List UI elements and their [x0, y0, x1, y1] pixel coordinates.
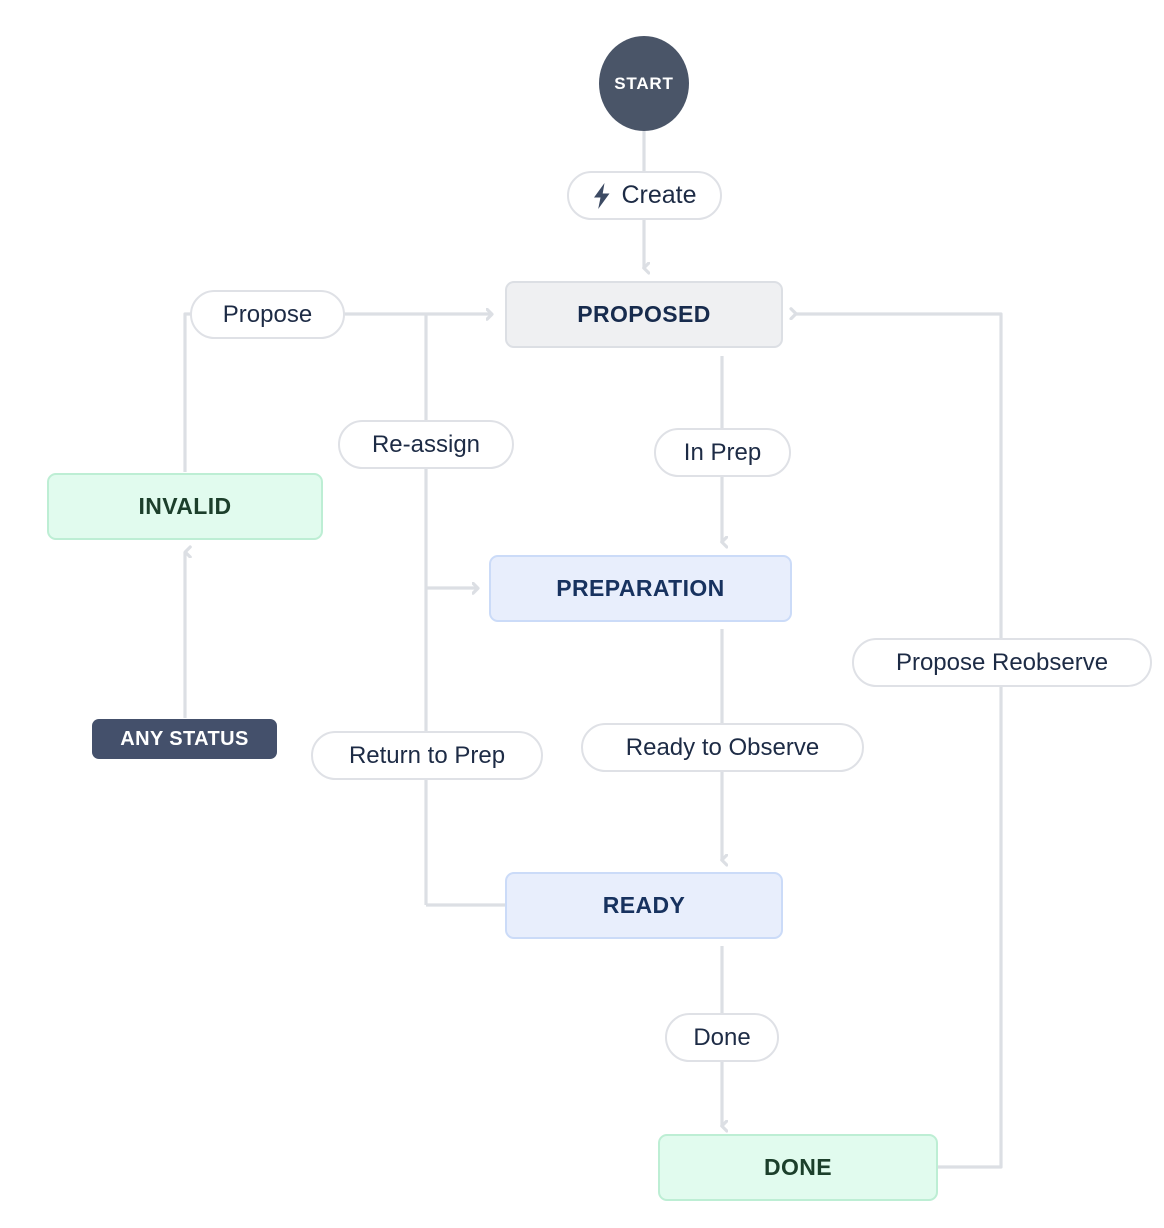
- any-status-badge-label: ANY STATUS: [120, 727, 249, 750]
- edge-reobserve-to-proposed: [796, 314, 1003, 639]
- start-node-label: START: [614, 73, 674, 93]
- state-node-ready[interactable]: READY: [505, 872, 783, 939]
- state-node-preparation-label: PREPARATION: [556, 575, 725, 601]
- transition-pill-propose-reobserve[interactable]: Propose Reobserve: [852, 638, 1152, 687]
- transition-pill-propose-label: Propose: [222, 300, 313, 328]
- lightning-bolt-icon: [592, 182, 612, 209]
- state-node-preparation[interactable]: PREPARATION: [489, 555, 792, 622]
- transition-pill-in-prep-label: In Prep: [683, 438, 762, 466]
- transition-pill-ready-to-observe-label: Ready to Observe: [625, 733, 820, 761]
- transition-pill-create-label: Create: [621, 181, 697, 209]
- edge-invalid-to-propose: [183, 312, 200, 472]
- edge-done-to-reobserve: [938, 687, 1003, 1169]
- any-status-badge[interactable]: ANY STATUS: [92, 719, 277, 759]
- transition-pill-propose[interactable]: Propose: [190, 290, 345, 339]
- transition-pill-done[interactable]: Done: [665, 1013, 779, 1062]
- state-node-proposed-label: PROPOSED: [577, 301, 711, 327]
- transition-pill-done-label: Done: [693, 1023, 751, 1051]
- state-node-done-label: DONE: [763, 1154, 833, 1180]
- transition-pill-return-to-prep-label: Return to Prep: [348, 741, 506, 769]
- transition-pill-re-assign[interactable]: Re-assign: [338, 420, 514, 469]
- state-node-invalid-label: INVALID: [138, 493, 232, 519]
- transition-pill-in-prep[interactable]: In Prep: [654, 428, 791, 477]
- transition-pill-ready-to-observe[interactable]: Ready to Observe: [581, 723, 864, 772]
- start-node[interactable]: START: [599, 36, 689, 131]
- transition-pill-create[interactable]: Create: [567, 171, 722, 220]
- state-node-proposed[interactable]: PROPOSED: [505, 281, 783, 348]
- transition-pill-propose-reobserve-label: Propose Reobserve: [895, 648, 1109, 676]
- transition-pill-re-assign-label: Re-assign: [371, 430, 481, 458]
- transition-pill-return-to-prep[interactable]: Return to Prep: [311, 731, 543, 780]
- state-node-invalid[interactable]: INVALID: [47, 473, 323, 540]
- state-node-done[interactable]: DONE: [658, 1134, 938, 1201]
- state-node-ready-label: READY: [602, 892, 686, 918]
